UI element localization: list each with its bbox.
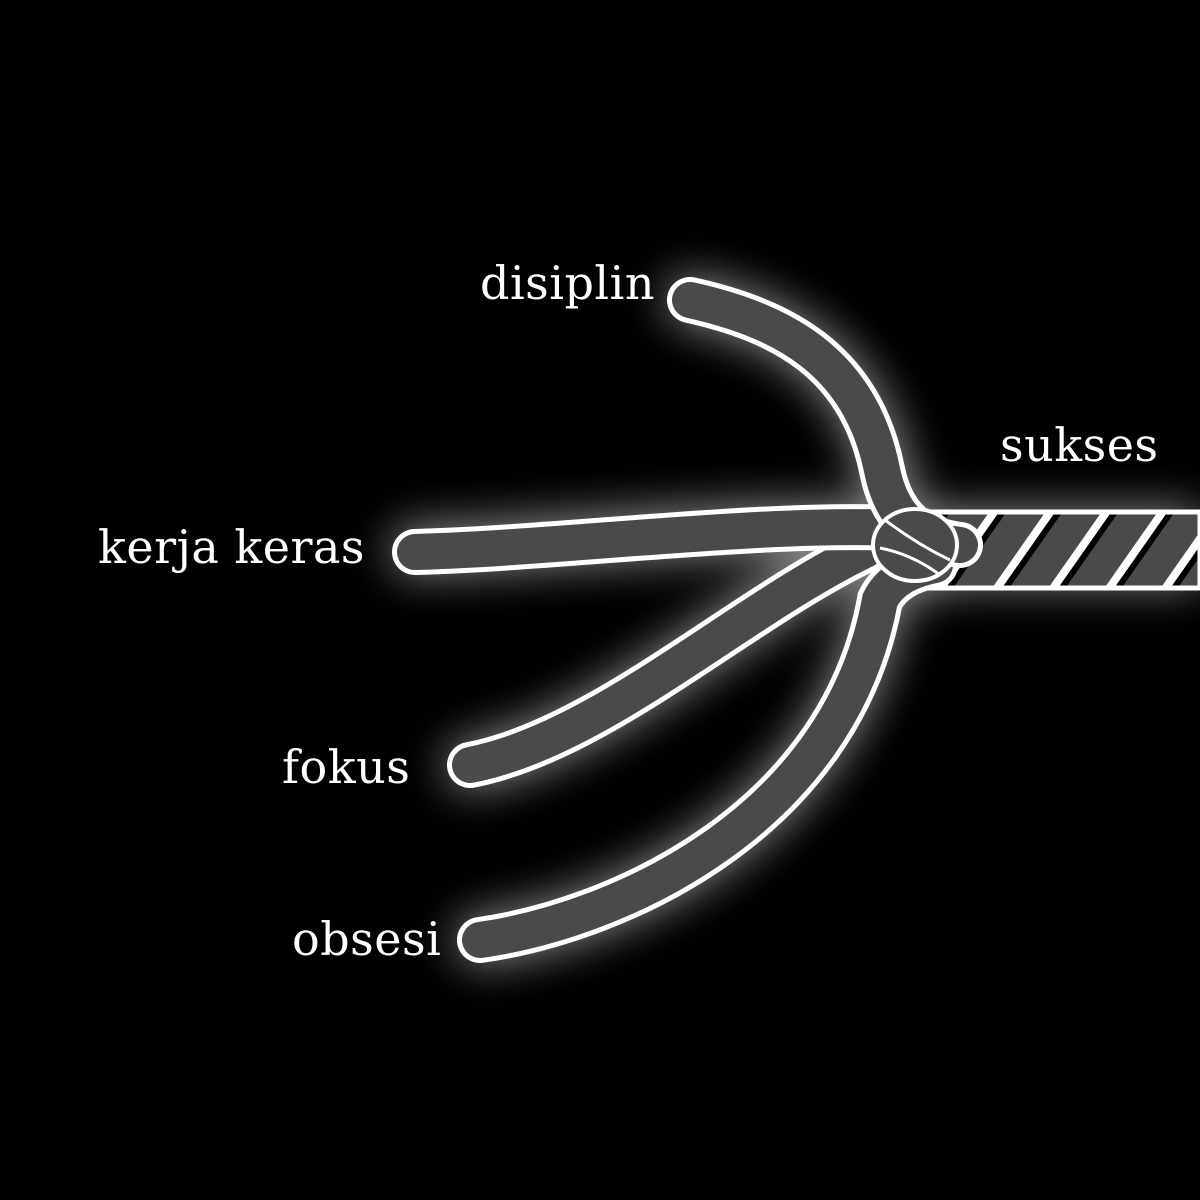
strand-obsesi [457, 542, 958, 963]
label-disiplin: disiplin [480, 256, 655, 310]
rope-junction [871, 507, 959, 583]
label-obsesi: obsesi [292, 912, 442, 966]
strand-kerja-keras [392, 504, 923, 575]
label-kerja-keras: kerja keras [98, 520, 366, 574]
strand-fokus [447, 527, 888, 788]
label-fokus: fokus [282, 740, 411, 794]
label-sukses: sukses [1000, 418, 1159, 472]
glow-halo [391, 276, 1200, 964]
